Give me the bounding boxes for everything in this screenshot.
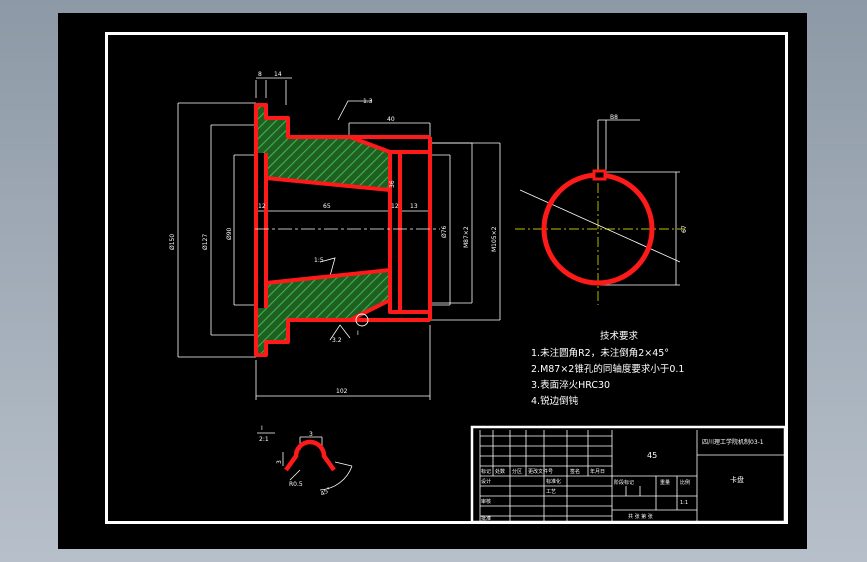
- part-name: 卡盘: [730, 475, 744, 484]
- notes-line-3: 3.表面淬火HRC30: [531, 379, 610, 391]
- section-mark-I: I: [357, 330, 359, 337]
- dim-thread-m87: M87×2: [463, 226, 470, 248]
- dimension-lines: [177, 77, 501, 400]
- hatched-section: [256, 105, 390, 355]
- tb-zone: 分区: [512, 468, 522, 475]
- detail-view: I 2:1 3 3 R0.5 45°: [257, 425, 353, 498]
- technical-notes: 技术要求 1.未注圆角R2，未注倒角2×45° 2.M87×2锥孔的同轴度要求小…: [531, 330, 684, 407]
- dim-key-b8: B8: [610, 114, 618, 121]
- tb-standard: 标准化: [546, 478, 561, 485]
- dim-12-right: 12: [391, 203, 399, 210]
- notes-title: 技术要求: [600, 330, 639, 342]
- dim-8: 8: [258, 71, 262, 78]
- dimension-texts: 8 14 1.3 40 Ø150 Ø127 Ø90 12 65 12 13 Ø7…: [169, 71, 498, 395]
- school-name: 四川理工学院机制03-1: [702, 438, 764, 446]
- notes-line-2: 2.M87×2锥孔的同轴度要求小于0.1: [531, 363, 684, 375]
- detail-radius: R0.5: [289, 481, 303, 488]
- dim-13: 13: [410, 203, 418, 210]
- dim-67: 67: [681, 225, 688, 233]
- tb-sign: 签名: [570, 468, 580, 475]
- main-section-view: 8 14 1.3 40 Ø150 Ø127 Ø90 12 65 12 13 Ø7…: [169, 71, 501, 400]
- tb-approve: 批准: [481, 515, 491, 522]
- dim-thread-m105: M105×2: [491, 226, 498, 252]
- tb-count: 处数: [495, 468, 505, 475]
- dim-12-left: 12: [258, 203, 266, 210]
- detail-dim-3a: 3: [309, 431, 313, 438]
- drawing-sheet: [58, 13, 807, 549]
- roughness-3-2: 3.2: [332, 337, 342, 344]
- drawing-frame: [105, 32, 788, 524]
- taper-1-5: 1:5: [314, 257, 324, 264]
- tb-design: 设计: [481, 478, 491, 485]
- notes-line-4: 4.锐边倒钝: [531, 395, 579, 407]
- detail-label-I: I: [261, 425, 263, 432]
- dim-65: 65: [323, 203, 331, 210]
- tb-stage: 阶段标记: [614, 479, 634, 486]
- tb-review: 审核: [481, 498, 491, 505]
- detail-scale: 2:1: [259, 436, 269, 443]
- end-view: B8 67: [515, 114, 688, 305]
- dim-40: 40: [387, 116, 395, 123]
- detail-profile: [284, 439, 336, 472]
- tb-weight: 重量: [660, 479, 670, 486]
- dim-diameter-150: Ø150: [169, 234, 176, 250]
- roughness-1-3: 1.3: [363, 98, 373, 105]
- dim-36: 36: [389, 180, 396, 188]
- tb-sheets: 共 张 第 张: [628, 513, 653, 520]
- title-block: 45 四川理工学院机制03-1 卡盘 标记 处数 分区 更改文件号 签名 年月日…: [470, 425, 787, 524]
- dim-102: 102: [336, 388, 348, 395]
- tb-process: 工艺: [546, 489, 556, 495]
- detail-angle: 45°: [320, 486, 333, 497]
- material: 45: [647, 451, 657, 460]
- dim-14: 14: [274, 71, 282, 78]
- notes-line-1: 1.未注圆角R2，未注倒角2×45°: [531, 347, 669, 359]
- dim-diameter-127: Ø127: [202, 234, 209, 250]
- detail-circle: [355, 313, 369, 327]
- tb-change-doc: 更改文件号: [528, 468, 553, 475]
- tb-date: 年月日: [590, 468, 605, 475]
- part-outline: [254, 103, 432, 357]
- tb-scale-value: 1:1: [680, 500, 688, 506]
- tb-mark: 标记: [481, 468, 491, 475]
- tb-scale-label: 比例: [680, 479, 690, 486]
- dim-diameter-90: Ø90: [226, 227, 233, 240]
- dim-diameter-76: Ø76: [441, 225, 448, 238]
- detail-dim-3b: 3: [276, 460, 283, 464]
